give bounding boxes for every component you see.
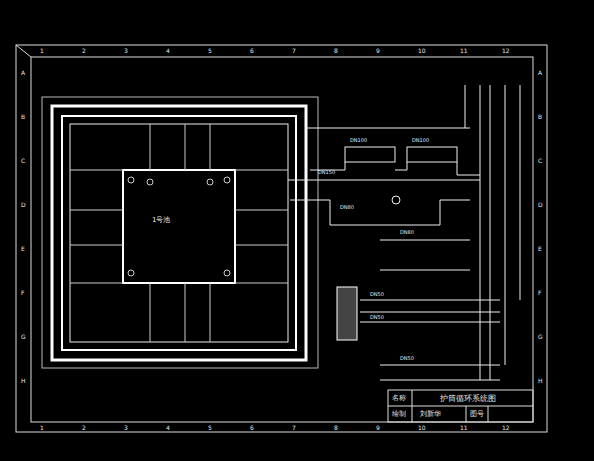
grid-mark: 10 xyxy=(418,48,426,54)
title-cell: 图号 xyxy=(470,411,484,418)
pipe-tag: DN80 xyxy=(400,230,414,235)
pipe-tag: DN50 xyxy=(370,292,384,297)
grid-mark: 11 xyxy=(460,425,468,431)
title-cell: 名称 xyxy=(392,395,406,402)
grid-mark: C xyxy=(538,158,542,164)
grid-mark: E xyxy=(538,246,542,252)
title-cell: 刘新华 xyxy=(420,411,441,418)
pipe-tag: DN50 xyxy=(400,356,414,361)
grid-mark: 8 xyxy=(334,48,338,54)
grid-mark: 5 xyxy=(208,425,212,431)
title-cell: 绘制 xyxy=(392,411,406,418)
grid-mark: D xyxy=(538,202,543,208)
grid-mark: 4 xyxy=(166,48,170,54)
grid-mark: H xyxy=(21,378,26,384)
pipe-tag: DN150 xyxy=(318,170,335,175)
grid-mark: 9 xyxy=(376,48,380,54)
pipe-tag: DN100 xyxy=(350,138,367,143)
grid-mark: 7 xyxy=(292,425,296,431)
grid-mark: A xyxy=(538,70,542,76)
grid-mark: 1 xyxy=(40,48,44,54)
grid-mark: G xyxy=(21,334,26,340)
grid-mark: B xyxy=(538,114,542,120)
grid-mark: 4 xyxy=(166,425,170,431)
grid-mark: 3 xyxy=(124,425,128,431)
grid-mark: 10 xyxy=(418,425,426,431)
grid-mark: 11 xyxy=(460,48,468,54)
grid-mark: 5 xyxy=(208,48,212,54)
grid-mark: 12 xyxy=(502,425,510,431)
grid-mark: C xyxy=(21,158,25,164)
grid-mark: 3 xyxy=(124,48,128,54)
pipe-tag: DN100 xyxy=(412,138,429,143)
grid-mark: 12 xyxy=(502,48,510,54)
grid-mark: E xyxy=(21,246,25,252)
pool-box: 1号池 xyxy=(150,215,172,226)
pipe-tag: DN80 xyxy=(340,205,354,210)
grid-mark: 1 xyxy=(40,425,44,431)
grid-mark: 2 xyxy=(82,48,86,54)
grid-mark: 8 xyxy=(334,425,338,431)
grid-mark: A xyxy=(21,70,25,76)
grid-mark: D xyxy=(21,202,26,208)
node-text: 1号池 xyxy=(152,217,170,224)
grid-mark: F xyxy=(538,290,541,296)
grid-mark: F xyxy=(21,290,24,296)
pipe-tag: DN50 xyxy=(370,315,384,320)
grid-mark: G xyxy=(538,334,543,340)
grid-mark: 9 xyxy=(376,425,380,431)
grid-mark: 7 xyxy=(292,48,296,54)
grid-mark: H xyxy=(538,378,543,384)
grid-mark: 6 xyxy=(250,425,254,431)
grid-mark: 2 xyxy=(82,425,86,431)
title-text: 护筒循环系统图 xyxy=(440,395,496,403)
grid-mark: B xyxy=(21,114,25,120)
grid-mark: 6 xyxy=(250,48,254,54)
